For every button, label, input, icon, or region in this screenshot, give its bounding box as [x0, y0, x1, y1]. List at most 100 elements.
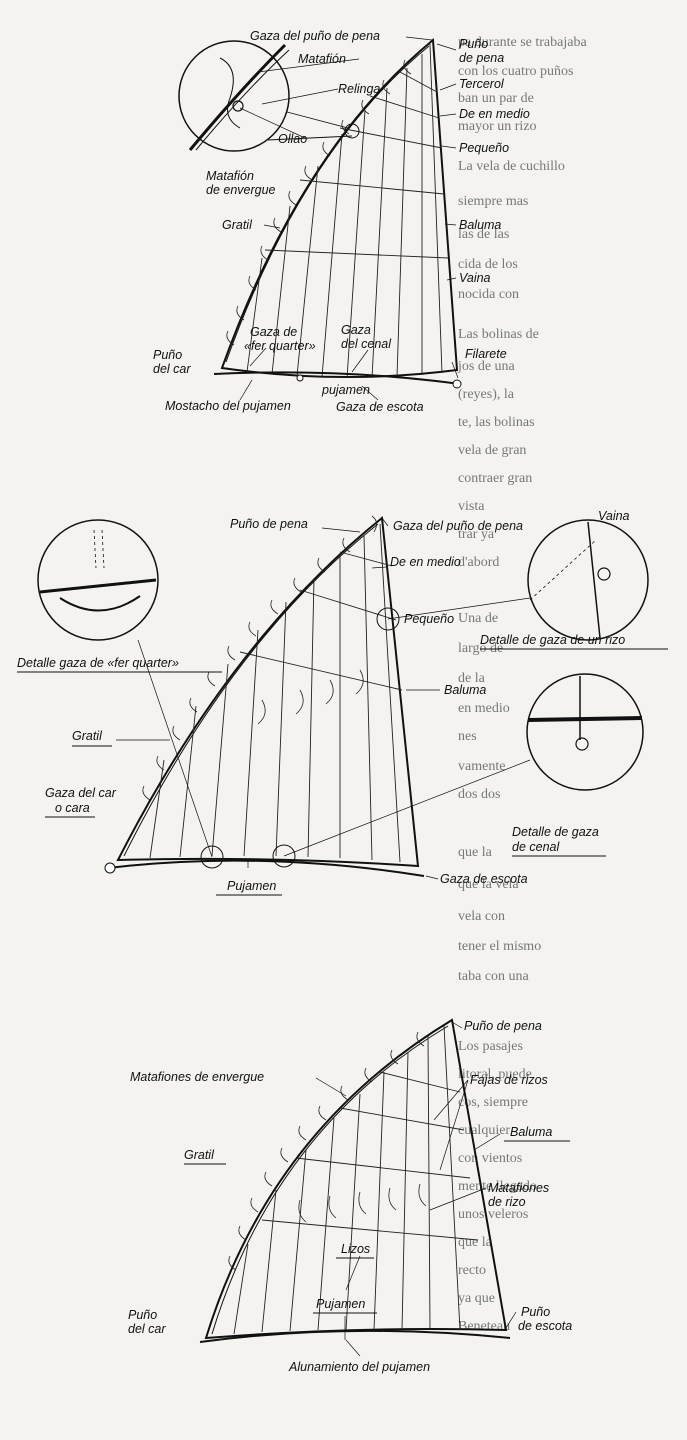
- background-text-line: que la: [458, 845, 493, 860]
- label-vaina-2: Vaina: [598, 509, 630, 523]
- background-text-line: pa durante se trabajaba: [458, 35, 587, 50]
- label-mostacho: Mostacho del pujamen: [165, 399, 291, 413]
- label-baluma-3: Baluma: [510, 1125, 552, 1139]
- background-text-line: que la vela: [458, 877, 519, 892]
- label-pujamen-3: Pujamen: [316, 1297, 365, 1311]
- background-text-line: nes: [458, 729, 477, 744]
- detail-circle-1: [178, 40, 290, 152]
- label-ollao: Ollao: [278, 132, 307, 146]
- background-text-line: mayor un rizo: [458, 119, 537, 134]
- background-text-line: Los pasajes: [458, 1039, 523, 1054]
- detail-circle-fer-quarter: [37, 519, 159, 641]
- label-vaina-1: Vaina: [459, 271, 491, 285]
- background-text-line: vela con: [458, 909, 505, 924]
- background-text-line: trar ya: [458, 527, 495, 542]
- label-gaza-cenal-1: Gaza: [341, 323, 371, 337]
- background-text-line: nocida con: [458, 287, 519, 302]
- background-text-line: que la: [458, 1235, 493, 1250]
- background-text-line: de la: [458, 671, 486, 686]
- background-text-line: siempre mas: [458, 194, 528, 209]
- label-gratil-1: Gratil: [222, 218, 253, 232]
- label-de-en-medio-2: De en medio: [390, 555, 461, 569]
- label-detalle-rizo: Detalle de gaza de un rizo: [480, 633, 625, 647]
- label-gaza-puno-pena-1: Gaza del puño de pena: [250, 29, 380, 43]
- background-text-line: cos, siempre: [458, 1095, 528, 1110]
- label-detalle-cenal-1: Detalle de gaza: [512, 825, 599, 839]
- background-text: pa durante se trabajaba con los cuatro pu…: [457, 35, 587, 1334]
- detail-circle-rizo: [527, 519, 649, 641]
- label-lizos: Lizos: [341, 1242, 370, 1256]
- sail-2-outline: [116, 516, 420, 868]
- sail-1-boom: [213, 371, 461, 385]
- background-text-line: ya que: [458, 1291, 495, 1306]
- label-gaza-escota-2: Gaza de escota: [440, 872, 528, 886]
- label-pequeno-1: Pequeño: [459, 141, 509, 155]
- label-puno-pena-1b: de pena: [459, 51, 504, 65]
- background-text-line: vamente: [458, 759, 505, 774]
- background-text-line: las de las: [458, 227, 509, 242]
- label-baluma-1: Baluma: [459, 218, 501, 232]
- label-matafion-envergue-1: Matafión: [206, 169, 254, 183]
- label-pujamen-1: pujamen: [321, 383, 370, 397]
- label-gaza-puno-pena-2: Gaza del puño de pena: [393, 519, 523, 533]
- background-text-line: recto: [458, 1263, 486, 1278]
- label-puno-car-1b: del car: [153, 362, 191, 376]
- background-text-line: Una de: [458, 611, 498, 626]
- background-text-line: Beneteau: [458, 1319, 510, 1334]
- label-puno-pena-1a: Puño: [459, 37, 488, 51]
- label-filarete: Filarete: [465, 347, 507, 361]
- background-text-line: jos de una: [457, 359, 516, 374]
- sail-2-gratil-rope: [123, 523, 379, 857]
- label-pequeno-2: Pequeño: [404, 612, 454, 626]
- background-text-line: con vientos: [458, 1151, 522, 1166]
- background-text-line: ban un par de: [458, 91, 534, 106]
- background-text-line: tener el mismo: [458, 939, 541, 954]
- label-gaza-cenal-2: del cenal: [341, 337, 392, 351]
- label-relinga: Relinga: [338, 82, 380, 96]
- label-tercerol: Tercerol: [459, 77, 505, 91]
- label-puno-pena-3: Puño de pena: [464, 1019, 542, 1033]
- background-text-line: vista: [458, 499, 485, 514]
- sail-2-boom: [107, 859, 425, 877]
- background-text-line: unos veleros: [458, 1207, 528, 1222]
- label-puno-car-3b: del car: [128, 1322, 166, 1336]
- sail-3-boom: [199, 1329, 511, 1343]
- sail-diagram-1: Gaza del puño de pena Matafión Relinga O…: [153, 29, 530, 414]
- label-gratil-2: Gratil: [72, 729, 103, 743]
- label-fajas-rizos: Fajas de rizos: [470, 1073, 548, 1087]
- background-text-line: contraer gran: [458, 471, 532, 486]
- background-text-line: mente llegado: [458, 1179, 537, 1194]
- label-de-en-medio-1: De en medio: [459, 107, 530, 121]
- sail-3-gratil-rope: [211, 1025, 449, 1335]
- background-text-line: con los cuatro puños: [458, 64, 573, 79]
- label-gaza-car-2: o cara: [55, 801, 90, 815]
- sail-diagram-2: Puño de pena Gaza del puño de pena Vaina…: [17, 509, 668, 896]
- background-text-line: Las bolinas de: [458, 327, 539, 342]
- background-text-line: en medio: [458, 701, 510, 716]
- label-gaza-car-1: Gaza del car: [45, 786, 117, 800]
- background-text-line: d'abord: [458, 555, 499, 570]
- label-puno-car-1a: Puño: [153, 348, 182, 362]
- label-gaza-fer-2: «fer quarter»: [244, 339, 316, 353]
- label-alunamiento: Alunamiento del pujamen: [288, 1360, 430, 1374]
- label-puno-car-3a: Puño: [128, 1308, 157, 1322]
- background-text-line: cualquier: [458, 1123, 510, 1138]
- background-text-line: cida de los: [458, 257, 518, 272]
- label-gratil-3: Gratil: [184, 1148, 215, 1162]
- label-puno-escota-3a: Puño: [521, 1305, 550, 1319]
- label-gaza-escota-1: Gaza de escota: [336, 400, 424, 414]
- sail-1-gratil-rope: [225, 45, 430, 363]
- background-text-line: litoral, puede: [458, 1067, 532, 1082]
- background-text-line: La vela de cuchillo: [458, 159, 565, 174]
- label-matafion: Matafión: [298, 52, 346, 66]
- label-detalle-fer: Detalle gaza de «fer quarter»: [17, 656, 179, 670]
- background-text-line: (reyes), la: [458, 387, 515, 402]
- background-text-line: dos dos: [458, 787, 500, 802]
- label-gaza-fer-1: Gaza de: [250, 325, 297, 339]
- background-text-line: te, las bolinas: [458, 415, 535, 430]
- label-puno-escota-3b: de escota: [518, 1319, 572, 1333]
- label-baluma-2: Baluma: [444, 683, 486, 697]
- label-puno-pena-2: Puño de pena: [230, 517, 308, 531]
